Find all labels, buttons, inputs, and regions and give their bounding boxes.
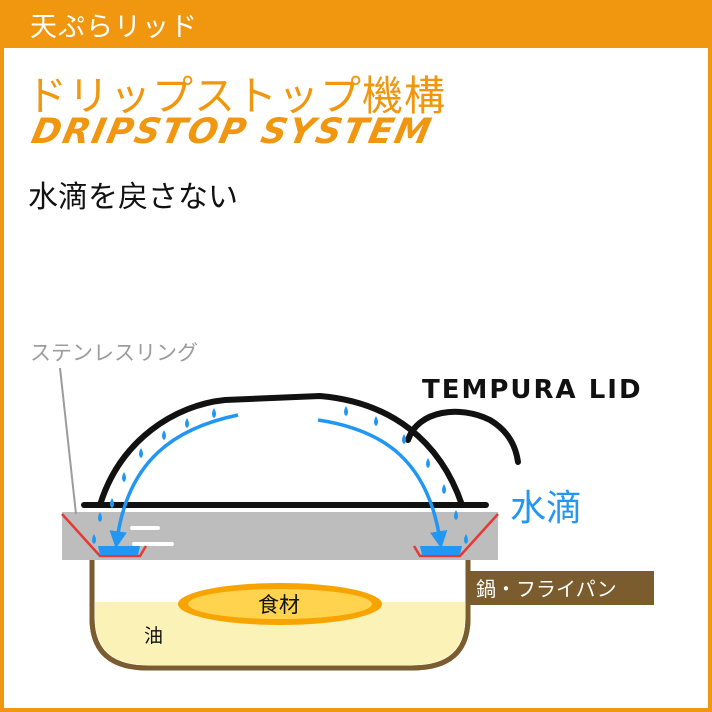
drip-gutter-left (61, 513, 148, 558)
drip-arrow-right (317, 418, 448, 549)
drip-gutter-right (412, 513, 499, 558)
water-drop-label: 水滴 (510, 488, 582, 529)
ring-label: ステンレスリング (30, 341, 198, 365)
pan-label: 鍋・フライパン (476, 577, 617, 601)
subtitle: 水滴を戻さない (28, 180, 238, 215)
category-label: 天ぷらリッド (30, 12, 198, 43)
title-japanese: ドリップストップ機構 (26, 72, 446, 120)
ring-callout-line (59, 367, 77, 515)
oil-fill (95, 602, 465, 665)
lid-handle (405, 408, 521, 465)
category-banner: 天ぷらリッド (0, 0, 712, 48)
food-label: 食材 (258, 593, 300, 617)
oil-label: 油 (144, 625, 163, 647)
water-droplets (92, 406, 468, 544)
pan-label-box (468, 571, 654, 605)
drip-arrow-left (109, 413, 239, 549)
lid-dome (97, 393, 465, 506)
lid-label: TEMPURA LID (422, 375, 643, 405)
